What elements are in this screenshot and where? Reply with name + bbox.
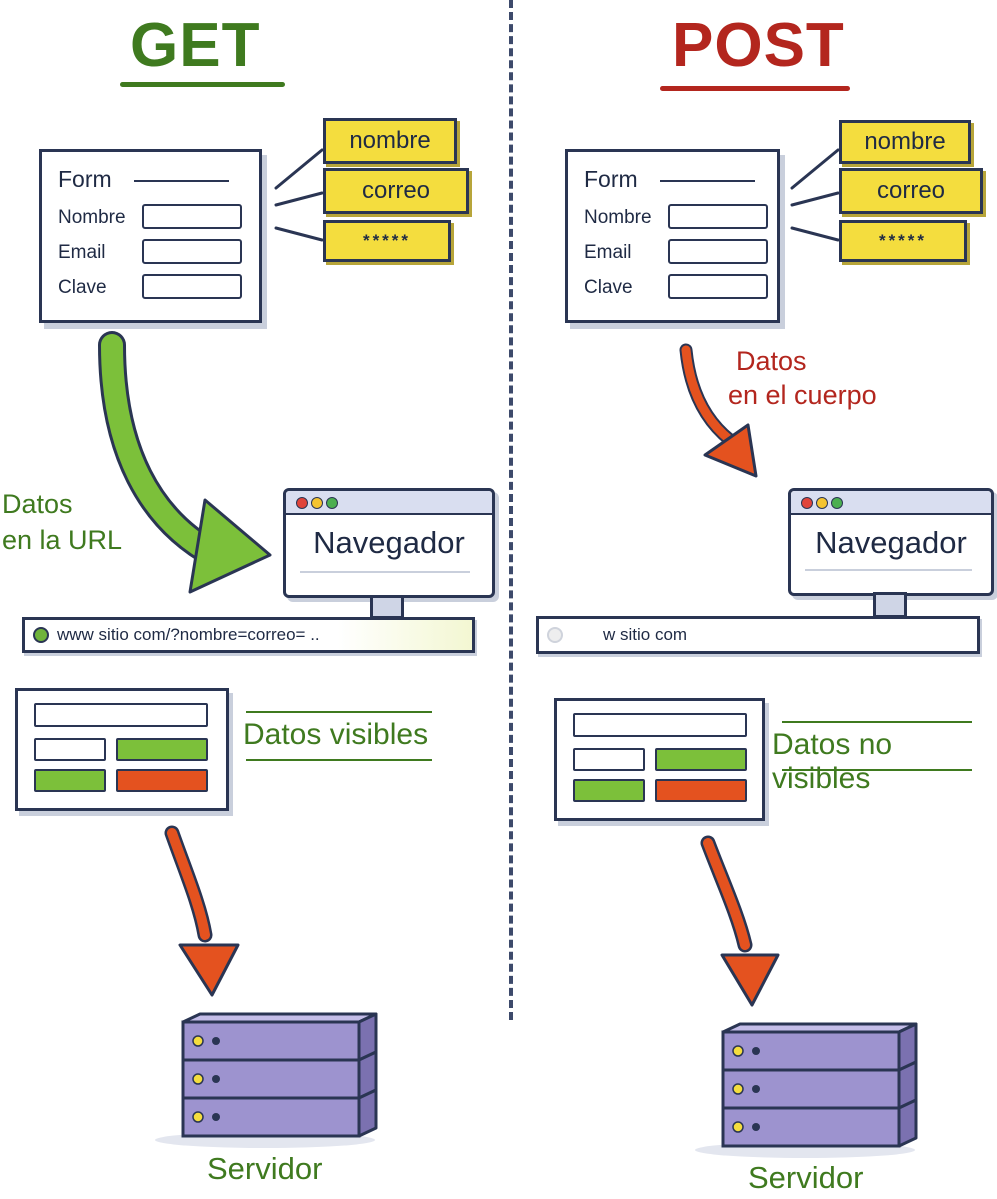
server-unit bbox=[721, 1098, 918, 1148]
minimize-dot-icon bbox=[816, 497, 828, 509]
column-divider bbox=[509, 0, 513, 1020]
get-title-underline bbox=[120, 82, 285, 87]
post-connector-nombre bbox=[790, 148, 840, 190]
post-server-icon bbox=[695, 1022, 918, 1158]
get-connector-correo bbox=[274, 191, 324, 207]
get-window-red-button bbox=[116, 769, 208, 792]
get-monitor-stand bbox=[370, 595, 404, 619]
close-dot-icon bbox=[801, 497, 813, 509]
post-browser-monitor: Navegador bbox=[788, 488, 994, 596]
post-title-underline bbox=[660, 86, 850, 91]
get-form-input-email[interactable] bbox=[142, 239, 242, 264]
get-arrow-note-line1: Datos bbox=[2, 489, 73, 519]
get-arrow-note-line2: en la URL bbox=[2, 525, 123, 555]
post-form-input-clave[interactable] bbox=[668, 274, 768, 299]
get-window-box bbox=[34, 738, 106, 761]
get-tag-password: ***** bbox=[323, 220, 451, 262]
post-form-label-nombre: Nombre bbox=[584, 207, 652, 228]
get-form-title-rule bbox=[134, 180, 229, 182]
minimize-dot-icon bbox=[311, 497, 323, 509]
post-browser-label: Navegador bbox=[815, 525, 967, 560]
get-orange-arrow-icon bbox=[164, 825, 240, 997]
secure-dot-icon bbox=[33, 627, 49, 643]
post-connector-correo bbox=[790, 191, 840, 207]
server-unit bbox=[181, 1012, 378, 1062]
server-unit bbox=[181, 1088, 378, 1138]
post-form-input-email[interactable] bbox=[668, 239, 768, 264]
post-server-label: Servidor bbox=[748, 1160, 864, 1195]
post-url-text: w sitio com bbox=[603, 625, 688, 644]
post-form-label-email: Email bbox=[584, 242, 632, 263]
post-window-green-button-2 bbox=[573, 779, 645, 802]
get-browser-label: Navegador bbox=[313, 525, 465, 560]
get-title: GET bbox=[130, 11, 261, 80]
post-window-red-button bbox=[655, 779, 747, 802]
get-connector-password bbox=[274, 226, 324, 242]
get-tag-nombre: nombre bbox=[323, 118, 457, 164]
server-unit bbox=[181, 1050, 378, 1100]
get-window-field bbox=[34, 703, 208, 727]
post-url-bar[interactable]: w sitio com bbox=[536, 616, 980, 654]
post-arrow-note-line2: en el cuerpo bbox=[728, 380, 877, 410]
post-form-input-nombre[interactable] bbox=[668, 204, 768, 229]
secure-dot-icon bbox=[547, 627, 563, 643]
post-connector-password bbox=[790, 226, 840, 242]
post-orange-arrow-icon bbox=[700, 835, 780, 1007]
post-tag-password: ***** bbox=[839, 220, 967, 262]
post-form-title-rule bbox=[660, 180, 755, 182]
get-connector-nombre bbox=[274, 148, 324, 190]
post-visibility-caption: Datos no visibles bbox=[772, 728, 893, 795]
get-window-green-button bbox=[116, 738, 208, 761]
post-form-card: Form Nombre Email Clave bbox=[565, 149, 780, 323]
get-browser-monitor: Navegador bbox=[283, 488, 495, 598]
get-server-label: Servidor bbox=[207, 1151, 323, 1186]
get-url-bar[interactable]: www sitio com/?nombre=correo= .. bbox=[22, 617, 475, 653]
post-window-box bbox=[573, 748, 645, 771]
post-monitor-stand bbox=[873, 592, 907, 618]
maximize-dot-icon bbox=[831, 497, 843, 509]
get-form-label-nombre: Nombre bbox=[58, 207, 126, 228]
get-tag-correo: correo bbox=[323, 168, 469, 214]
post-title: POST bbox=[672, 11, 845, 80]
get-form-label-email: Email bbox=[58, 242, 106, 263]
post-arrow-note: Datos en el cuerpo bbox=[728, 344, 877, 412]
get-green-arrow-icon bbox=[98, 331, 272, 594]
get-result-window bbox=[15, 688, 229, 811]
get-form-input-nombre[interactable] bbox=[142, 204, 242, 229]
server-unit bbox=[721, 1022, 918, 1072]
get-form-input-clave[interactable] bbox=[142, 274, 242, 299]
close-dot-icon bbox=[296, 497, 308, 509]
post-result-window bbox=[554, 698, 765, 821]
post-arrow-note-line1: Datos bbox=[736, 346, 807, 376]
get-form-card: Form Nombre Email Clave bbox=[39, 149, 262, 323]
post-tag-correo: correo bbox=[839, 168, 983, 214]
get-server-icon bbox=[155, 1012, 378, 1148]
post-form-label-clave: Clave bbox=[584, 277, 633, 298]
get-form-title: Form bbox=[58, 166, 112, 192]
get-form-label-clave: Clave bbox=[58, 277, 107, 298]
get-window-green-button-2 bbox=[34, 769, 106, 792]
post-window-green-button bbox=[655, 748, 747, 771]
post-tag-nombre: nombre bbox=[839, 120, 971, 164]
maximize-dot-icon bbox=[326, 497, 338, 509]
post-form-title: Form bbox=[584, 166, 638, 192]
server-unit bbox=[721, 1060, 918, 1110]
post-window-field bbox=[573, 713, 747, 737]
get-visibility-caption: Datos visibles bbox=[243, 718, 429, 751]
get-url-text: www sitio com/?nombre=correo= .. bbox=[57, 625, 320, 644]
get-arrow-note: Datos en la URL bbox=[2, 486, 122, 558]
